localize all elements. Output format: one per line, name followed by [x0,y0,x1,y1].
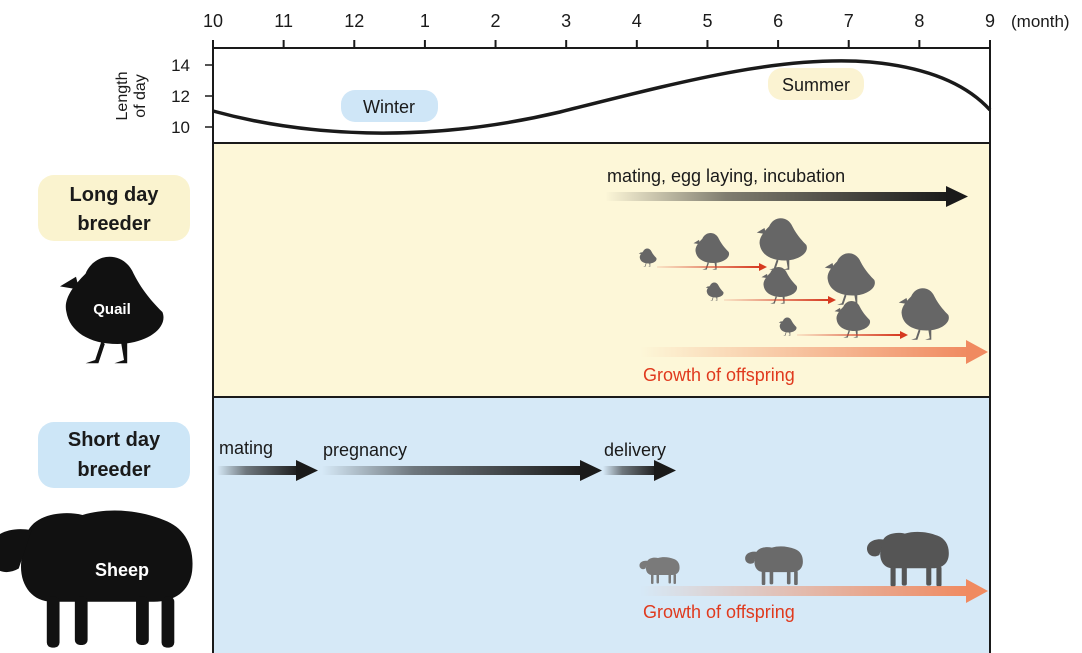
long-day-panel: Long day breeder Quail mating, egg layin… [38,143,990,397]
quail-label: Quail [93,301,131,318]
month-label: 2 [491,11,501,31]
winter-label: Winter [363,97,415,117]
day-length-axis-label-line2: of day [132,74,149,118]
mating-label: mating [219,438,273,458]
month-label: 3 [561,11,571,31]
summer-label: Summer [782,75,850,95]
month-tick-marks [213,40,990,48]
short-day-growth-label: Growth of offspring [643,602,795,622]
day-length-tick-12: 12 [171,87,190,106]
day-length-axis-label: Length of day [114,72,149,121]
day-length-tick-14: 14 [171,56,190,75]
day-length-axis-label-line1: Length [114,72,131,121]
month-label: 9 [985,11,995,31]
long-day-background [213,143,990,397]
month-label: 11 [274,11,293,31]
month-label: 10 [203,11,223,31]
day-length-curve [213,61,990,133]
long-day-label-line1: Long day [70,184,160,206]
short-day-background [213,397,990,653]
month-label: 6 [773,11,783,31]
month-label: 5 [702,11,712,31]
month-label: 1 [420,11,430,31]
day-length-tick-10: 10 [171,118,190,137]
month-label: 7 [844,11,854,31]
day-length-panel: 14 12 10 Length of day Winter Summer [114,48,990,143]
month-unit-label: (month) [1011,12,1070,31]
long-day-growth-label: Growth of offspring [643,365,795,385]
month-label: 8 [914,11,924,31]
short-day-label-line1: Short day [68,429,161,451]
month-label: 12 [344,11,364,31]
short-day-label-line2: breeder [77,459,151,481]
long-day-label-line2: breeder [77,213,151,235]
delivery-label: delivery [604,440,666,460]
sheep-label: Sheep [95,560,149,580]
month-label: 4 [632,11,642,31]
pregnancy-label: pregnancy [323,440,407,460]
long-day-activity-label: mating, egg laying, incubation [607,166,845,186]
short-day-panel: Short day breeder Sheep mating pregnancy… [0,397,990,653]
